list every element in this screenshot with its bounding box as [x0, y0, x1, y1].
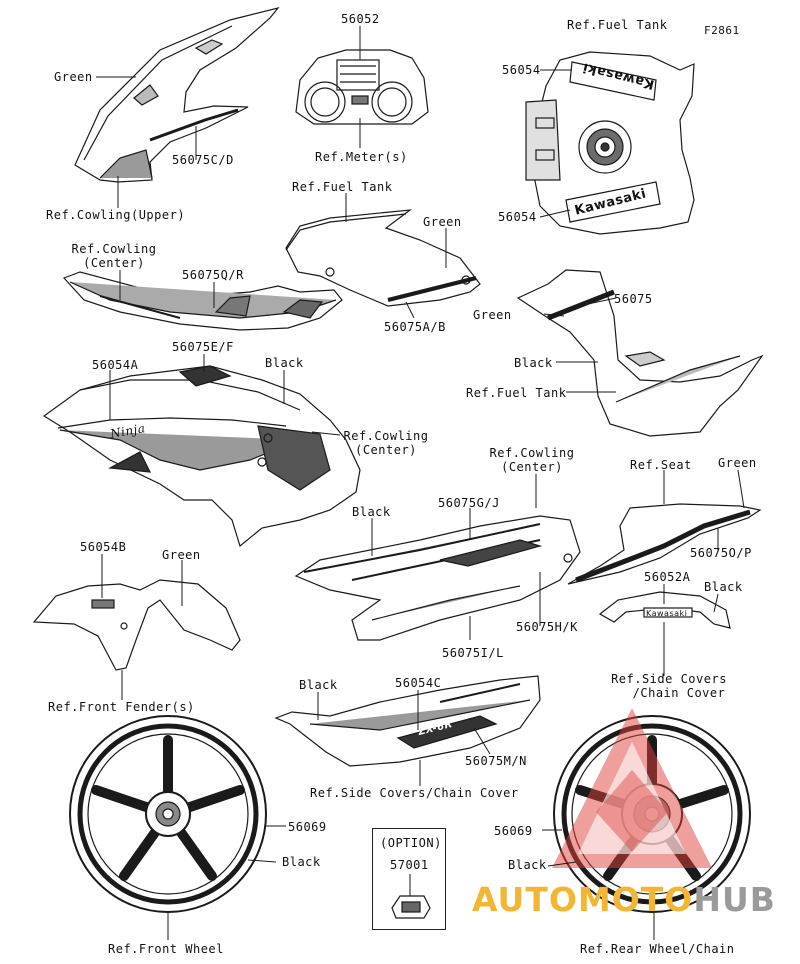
label-ref-side-covers-1: Ref.Side Covers /Chain Cover	[602, 672, 736, 700]
label-ref-side-covers-chain: Ref.Side Covers/Chain Cover	[310, 786, 519, 800]
center-cowling-small-drawing	[62, 271, 343, 331]
label-ref-front-fender: Ref.Front Fender(s)	[48, 700, 195, 714]
label-56075HK: 56075H/K	[516, 620, 578, 634]
label-56075IL: 56075I/L	[442, 646, 504, 660]
label-green-seat: Green	[718, 456, 757, 470]
label-ref-fuel-tank-top: Ref.Fuel Tank	[567, 18, 668, 32]
label-56075: 56075	[614, 292, 653, 306]
label-black-center: Black	[352, 505, 391, 519]
label-56075AB: 56075A/B	[384, 320, 446, 334]
label-ref-fuel-tank-side: Ref.Fuel Tank	[466, 386, 567, 400]
label-ref-cowling-center-3-line2: (Center)	[501, 460, 563, 474]
label-ref-cowling-upper: Ref.Cowling(Upper)	[46, 208, 186, 222]
rear-cowl-drawing	[598, 591, 731, 629]
fuel-tank-side-drawing	[516, 269, 764, 437]
seat-cowl-drawing	[567, 503, 762, 585]
label-green-fender: Green	[162, 548, 201, 562]
front-wheel-drawing	[69, 715, 267, 913]
label-black-side-cover: Black	[704, 580, 743, 594]
label-56075MN: 56075M/N	[465, 754, 527, 768]
label-black-cowl: Black	[265, 356, 304, 370]
label-ref-cowling-center-3-line1: Ref.Cowling	[489, 446, 575, 460]
label-black-front-wheel: Black	[282, 855, 321, 869]
label-56075QR: 56075Q/R	[182, 268, 244, 282]
label-black-rear-wheel: Black	[508, 858, 547, 872]
label-ref-seat: Ref.Seat	[630, 458, 692, 472]
label-ref-side-covers-1-line1: Ref.Side Covers	[611, 672, 727, 686]
side-cowling-drawing	[42, 365, 361, 548]
label-ref-cowling-center-2-line1: Ref.Cowling	[343, 429, 429, 443]
label-ref-fuel-tank-mid: Ref.Fuel Tank	[292, 180, 393, 194]
label-ref-front-wheel: Ref.Front Wheel	[108, 942, 224, 956]
label-56075GJ: 56075G/J	[438, 496, 500, 510]
label-green-tank-cover: Green	[423, 215, 462, 229]
label-56069-rear: 56069	[494, 824, 533, 838]
tank-cover-drawing	[285, 209, 481, 307]
label-57001: 57001	[390, 858, 429, 872]
upper-cowling-drawing	[74, 6, 280, 183]
watermark-part1: AUTOMOTO	[472, 880, 694, 919]
lower-side-cover-drawing	[274, 675, 541, 767]
label-56052A: 56052A	[644, 570, 691, 584]
front-fender-drawing	[32, 579, 241, 671]
label-56054B: 56054B	[80, 540, 127, 554]
label-ref-cowling-center-3: Ref.Cowling (Center)	[486, 446, 578, 474]
label-56054C: 56054C	[395, 676, 442, 690]
fuel-tank-top-drawing	[525, 51, 695, 235]
label-black-tank-side: Black	[514, 356, 553, 370]
label-56075OP: 56075O/P	[690, 546, 752, 560]
decal-kawasaki-rear-cowl: Kawasaki	[646, 609, 688, 618]
label-56052: 56052	[341, 12, 380, 26]
watermark-text: AUTOMOTOHUB	[472, 880, 776, 919]
label-ref-rear-wheel: Ref.Rear Wheel/Chain	[580, 942, 735, 956]
label-56054-bottom: 56054	[498, 210, 537, 224]
label-56069-front: 56069	[288, 820, 327, 834]
label-ref-cowling-center-1: Ref.Cowling (Center)	[70, 242, 158, 270]
label-ref-meters: Ref.Meter(s)	[315, 150, 408, 164]
label-ref-cowling-center-1-line1: Ref.Cowling	[71, 242, 157, 256]
label-ref-cowling-center-1-line2: (Center)	[83, 256, 145, 270]
label-56054-top: 56054	[502, 63, 541, 77]
option-part-drawing	[391, 895, 431, 919]
label-ref-side-covers-1-line2: /Chain Cover	[632, 686, 726, 700]
leader-lines	[96, 26, 745, 940]
label-56075CD: 56075C/D	[172, 153, 234, 167]
label-56075EF: 56075E/F	[172, 340, 234, 354]
label-56054A: 56054A	[92, 358, 139, 372]
label-green-upper: Green	[54, 70, 93, 84]
label-ref-cowling-center-2-line2: (Center)	[355, 443, 417, 457]
center-cowling-long-drawing	[294, 515, 581, 641]
watermark-logo	[552, 708, 712, 868]
watermark-part2: HUB	[693, 880, 776, 919]
figure-id: F2861	[704, 24, 740, 37]
label-green-tank-side: Green	[473, 308, 512, 322]
option-box	[372, 828, 446, 930]
label-ref-cowling-center-2: Ref.Cowling (Center)	[342, 429, 430, 457]
label-option: (OPTION)	[380, 836, 442, 850]
meter-drawing	[295, 49, 429, 125]
label-black-lower: Black	[299, 678, 338, 692]
